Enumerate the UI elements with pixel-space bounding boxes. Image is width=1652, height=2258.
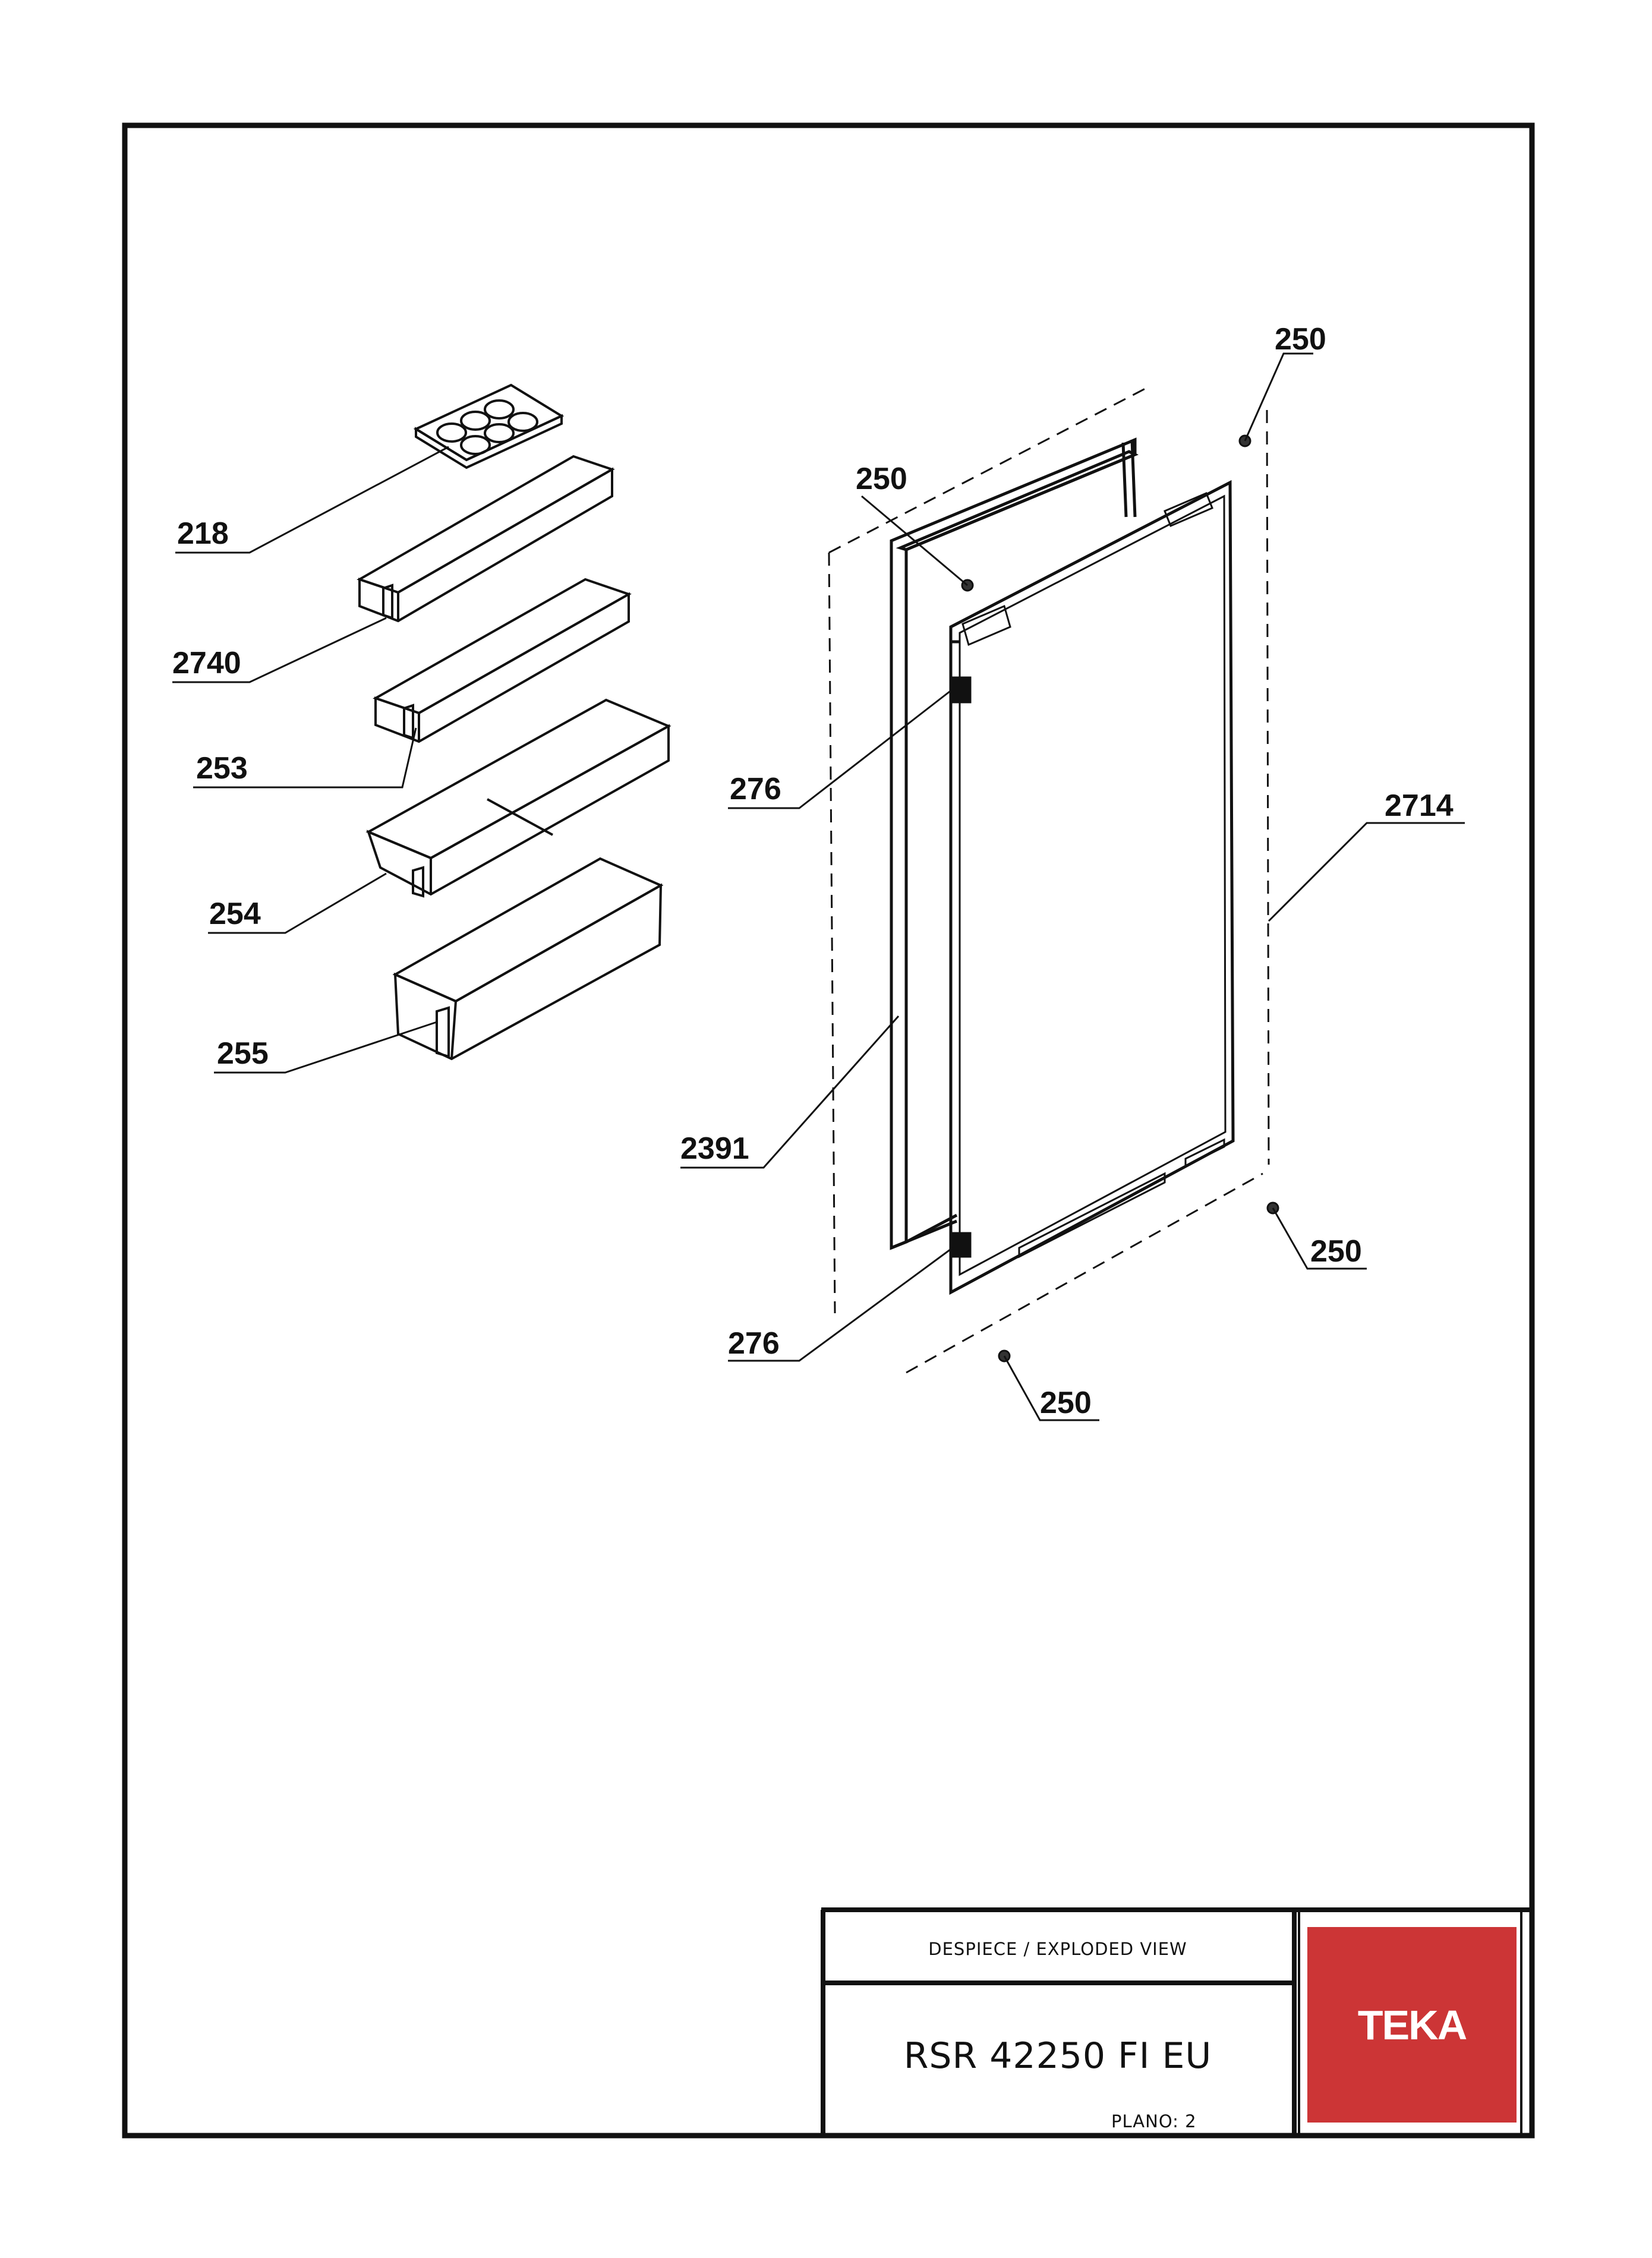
callout-2714: 2714 (1385, 789, 1454, 823)
door-shelf-254-part (365, 698, 671, 898)
callout-276-lower: 276 (728, 1326, 780, 1361)
hinge-blocks (951, 676, 972, 1258)
callout-254: 254 (209, 897, 261, 931)
title-block-caption: DESPIECE / EXPLODED VIEW (928, 1939, 1187, 1959)
drawing-frame (122, 122, 1535, 2139)
explode-guide-lines (828, 385, 1270, 1374)
door-panel-part (949, 480, 1235, 1295)
callout-250-bottom: 250 (1040, 1386, 1092, 1420)
door-shelf-2740-part (357, 455, 615, 623)
door-shelf-253-part (373, 578, 632, 743)
title-block-sheet-number: PLANO: 2 (1111, 2111, 1197, 2131)
callout-255: 255 (217, 1036, 269, 1071)
title-block-model: RSR 42250 FI EU (903, 2035, 1212, 2077)
callout-250-top-right: 250 (1275, 322, 1326, 357)
callout-2391: 2391 (680, 1131, 749, 1166)
teka-logo-text: TEKA (1357, 2001, 1468, 2048)
callout-250-bottom-right: 250 (1310, 1234, 1362, 1269)
callout-2740: 2740 (172, 646, 241, 680)
teka-logo: TEKA (1307, 1927, 1517, 2123)
callout-253: 253 (196, 751, 248, 786)
callout-218: 218 (177, 516, 229, 551)
callout-276-upper: 276 (730, 772, 781, 806)
title-block (821, 1907, 1532, 2136)
door-gasket-part (890, 437, 1139, 1250)
leader-lines (172, 352, 1465, 1421)
callout-250-top: 250 (856, 462, 907, 496)
door-shelf-255-part (392, 857, 664, 1061)
egg-tray-part (413, 383, 565, 469)
